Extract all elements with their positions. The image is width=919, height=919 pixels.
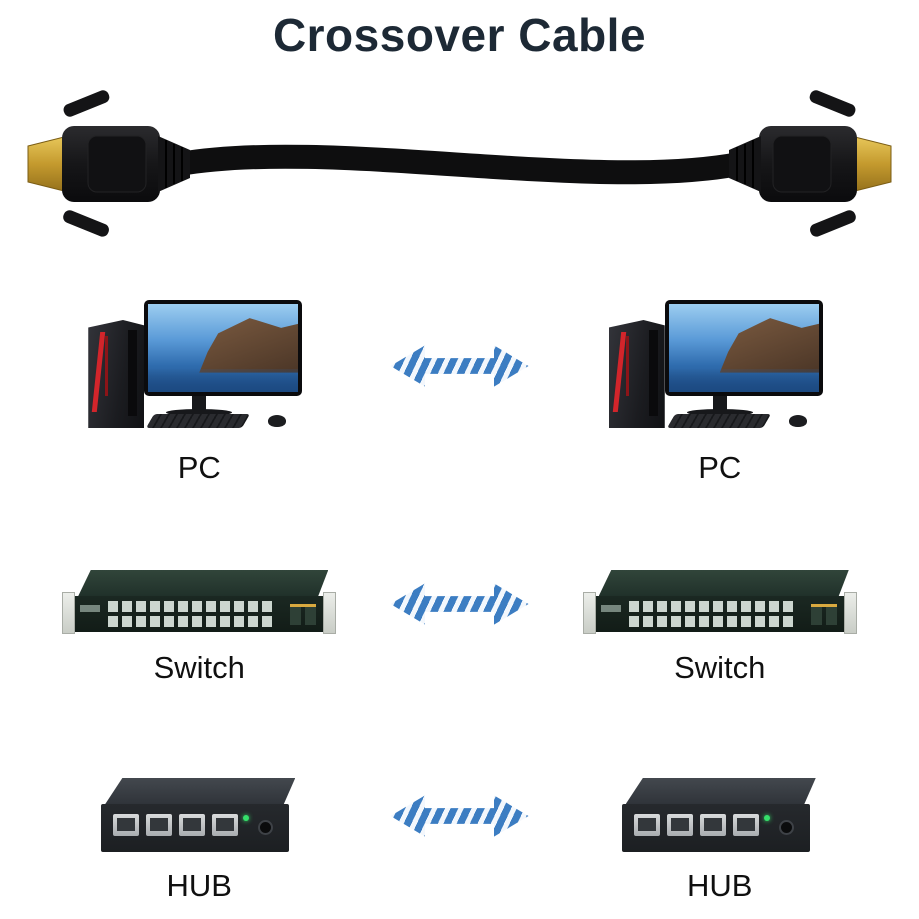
hub-top-face bbox=[625, 778, 816, 804]
hub-top-face bbox=[105, 778, 296, 804]
screen-landscape-rocks bbox=[199, 318, 299, 373]
rj45-port bbox=[113, 814, 140, 836]
switch-rack-ear-right bbox=[843, 592, 857, 634]
pc-keyboard bbox=[666, 414, 771, 428]
switch-right-illustration bbox=[582, 570, 857, 634]
hub-left-illustration bbox=[101, 778, 297, 852]
switch-right-label: Switch bbox=[674, 650, 766, 685]
switch-rack-ear-left bbox=[62, 592, 76, 634]
connection-row-switch: Switch Switch bbox=[0, 570, 919, 686]
rj45-port-inner bbox=[703, 818, 722, 831]
hub-front-face bbox=[101, 804, 290, 852]
double-arrow-icon bbox=[390, 345, 529, 387]
double-arrow-icon bbox=[390, 583, 529, 625]
crossover-cable-illustration bbox=[0, 80, 919, 248]
rj45-port bbox=[146, 814, 173, 836]
switch-rack-ear-right bbox=[323, 592, 337, 634]
hub-ports bbox=[113, 814, 239, 836]
monitor-stand-neck bbox=[192, 396, 207, 410]
switch-front-face bbox=[588, 596, 851, 632]
pc-tower bbox=[608, 320, 665, 428]
pc-keyboard bbox=[146, 414, 251, 428]
rj45-port bbox=[179, 814, 206, 836]
rj45-port-inner bbox=[736, 818, 755, 831]
double-arrow-icon bbox=[390, 795, 529, 837]
power-led bbox=[243, 815, 250, 821]
screen-landscape-rocks bbox=[719, 318, 819, 373]
switch-ports-row-top bbox=[628, 601, 797, 612]
switch-right-cell: Switch bbox=[582, 570, 857, 686]
connection-row-pc: PC PC bbox=[0, 300, 919, 486]
monitor-stand-base bbox=[166, 409, 233, 416]
switch-ports-row-bottom bbox=[108, 616, 277, 627]
hub-left-label: HUB bbox=[166, 868, 232, 903]
rj45-port-inner bbox=[150, 818, 169, 831]
connection-row-hub: HUB HUB bbox=[0, 778, 919, 904]
monitor-stand-base bbox=[686, 409, 753, 416]
pc-screen bbox=[148, 304, 299, 392]
rj45-port-inner bbox=[117, 818, 136, 831]
rj45-port bbox=[666, 814, 693, 836]
screen-landscape-sea bbox=[668, 369, 819, 392]
rj45-port bbox=[732, 814, 759, 836]
switch-sfp-ports bbox=[810, 604, 837, 625]
pc-right-illustration bbox=[608, 300, 831, 434]
rj45-port bbox=[633, 814, 660, 836]
page-title: Crossover Cable bbox=[272, 9, 647, 61]
hub-right-label: HUB bbox=[687, 868, 753, 903]
monitor-stand-neck bbox=[712, 396, 727, 410]
pc-right-label: PC bbox=[698, 450, 742, 485]
switch-sfp-ports bbox=[290, 604, 317, 625]
pc-left-illustration bbox=[88, 300, 310, 434]
pc-tower-vent bbox=[648, 330, 658, 416]
switch-ports-row-top bbox=[108, 601, 277, 612]
cable-connector-left bbox=[27, 90, 190, 237]
switch-faceplate-label bbox=[600, 605, 621, 612]
hub-left-cell: HUB bbox=[101, 778, 297, 904]
switch-front-face bbox=[68, 596, 331, 632]
rj45-port bbox=[212, 814, 239, 836]
pc-monitor bbox=[664, 300, 823, 396]
pc-left-cell: PC bbox=[88, 300, 310, 486]
switch-top-face bbox=[78, 570, 329, 596]
power-led bbox=[763, 815, 770, 821]
hub-right-illustration bbox=[621, 778, 818, 852]
rj45-port-inner bbox=[216, 818, 235, 831]
switch-left-illustration bbox=[62, 570, 337, 634]
cable-connector-right bbox=[729, 90, 892, 237]
pc-monitor bbox=[144, 300, 303, 396]
switch-left-cell: Switch bbox=[62, 570, 337, 686]
pc-mouse bbox=[268, 415, 287, 427]
cable-cord bbox=[168, 144, 751, 185]
pc-tower-red-stripe bbox=[92, 332, 106, 412]
pc-screen bbox=[668, 304, 819, 392]
screen-landscape-sea bbox=[148, 369, 299, 392]
rj45-port-inner bbox=[637, 818, 656, 831]
hub-right-cell: HUB bbox=[621, 778, 818, 904]
switch-left-label: Switch bbox=[153, 650, 245, 685]
hub-ports bbox=[633, 814, 759, 836]
rj45-port bbox=[699, 814, 726, 836]
pc-tower-dark-stripe bbox=[625, 336, 629, 396]
pc-right-cell: PC bbox=[608, 300, 831, 486]
dc-power-jack bbox=[258, 820, 274, 835]
crossover-cable-svg bbox=[27, 90, 892, 237]
rj45-port-inner bbox=[183, 818, 202, 831]
hub-front-face bbox=[621, 804, 810, 852]
pc-tower-vent bbox=[128, 330, 138, 416]
pc-left-label: PC bbox=[177, 450, 221, 485]
pc-tower-red-stripe bbox=[612, 332, 626, 412]
pc-mouse bbox=[788, 415, 807, 427]
rj45-port-inner bbox=[670, 818, 689, 831]
switch-faceplate-label bbox=[80, 605, 101, 612]
switch-top-face bbox=[598, 570, 849, 596]
dc-power-jack bbox=[778, 820, 794, 835]
switch-ports-row-bottom bbox=[628, 616, 797, 627]
pc-tower bbox=[88, 320, 145, 428]
pc-tower-dark-stripe bbox=[105, 336, 109, 396]
switch-rack-ear-left bbox=[582, 592, 596, 634]
